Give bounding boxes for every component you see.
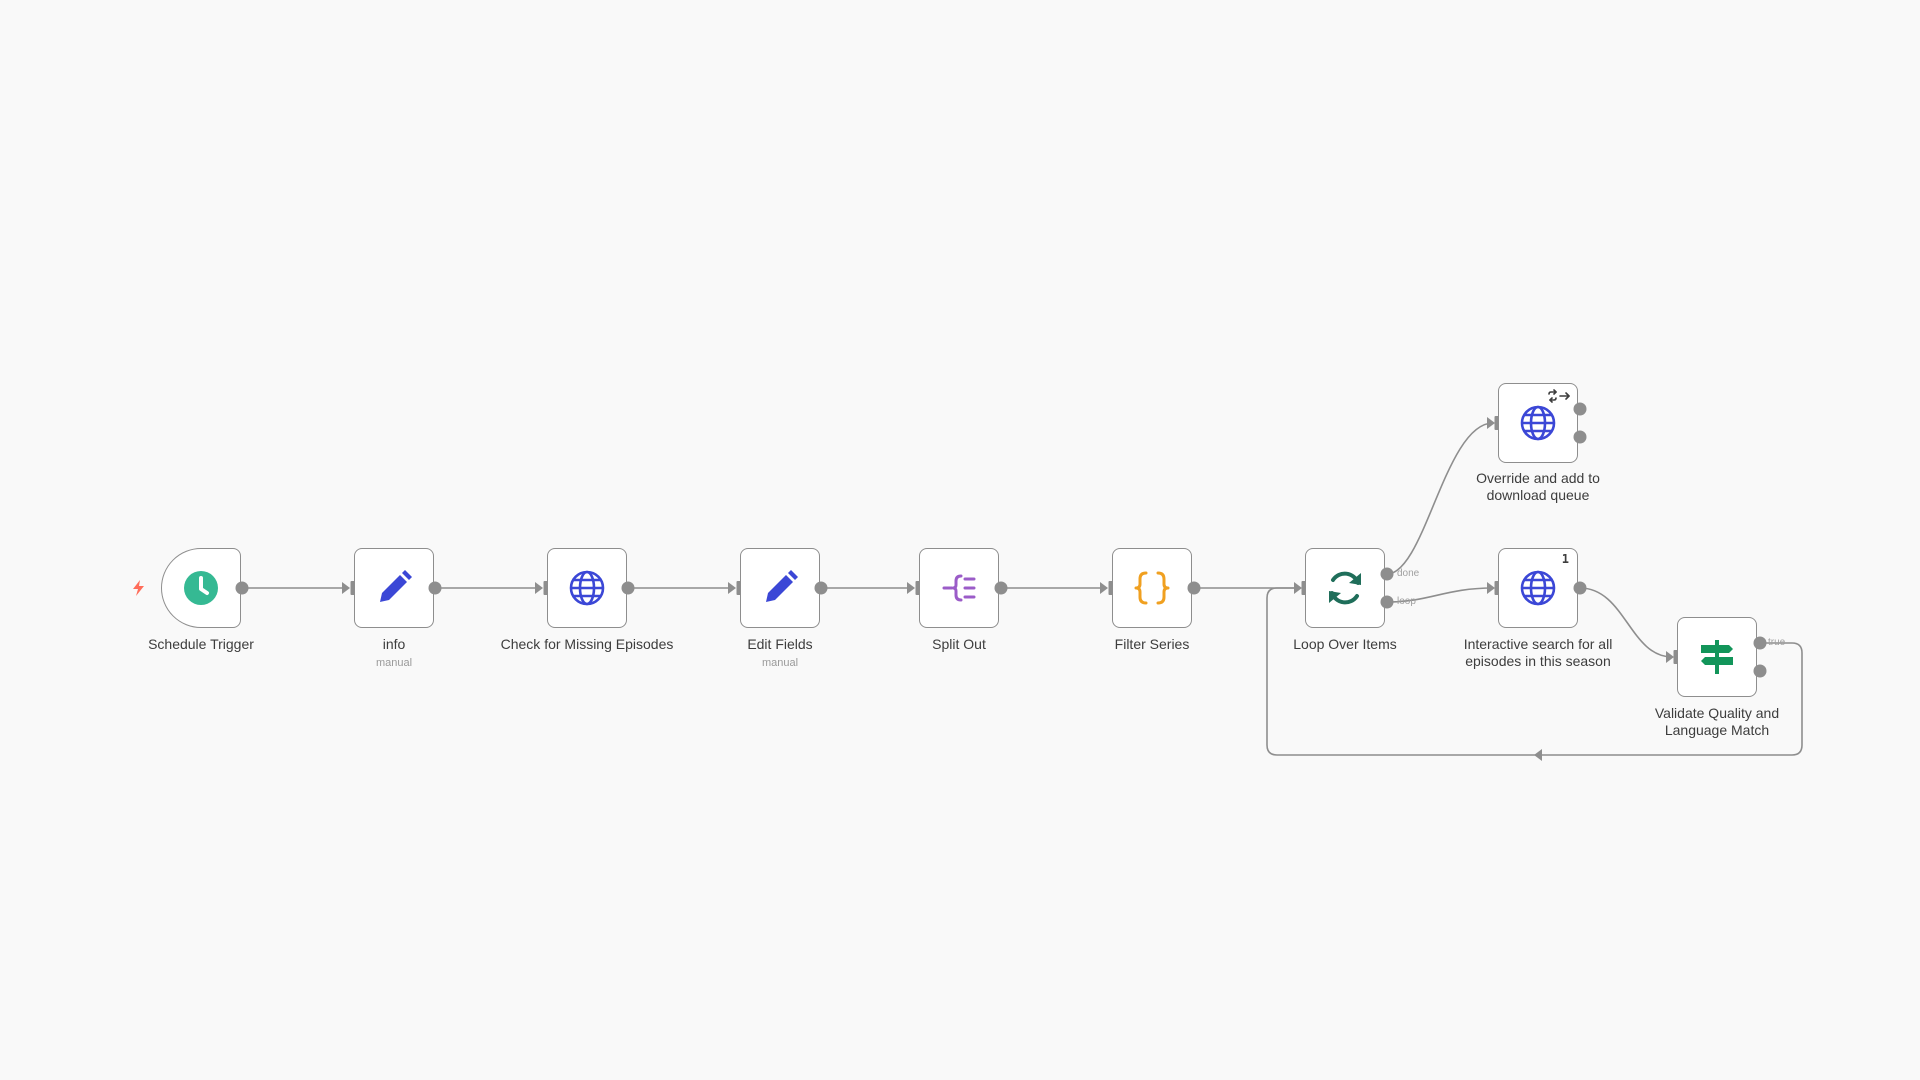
node-count-badge: 1	[1561, 552, 1569, 566]
node-override-download-queue[interactable]	[1498, 383, 1578, 463]
pencil-icon	[766, 570, 798, 602]
node-label: Loop Over Items	[1293, 636, 1397, 652]
node-label: Split Out	[932, 636, 986, 652]
node-label: Filter Series	[1114, 636, 1190, 652]
globe-icon	[1520, 570, 1556, 606]
input-handle[interactable]	[1494, 416, 1500, 430]
success-output-handle[interactable]	[1573, 402, 1587, 416]
split-out-icon	[942, 574, 976, 602]
connection-loop-to-search	[1386, 587, 1494, 603]
false-output-handle[interactable]	[1753, 664, 1767, 678]
input-handle[interactable]	[350, 581, 356, 595]
connection-done-to-override	[1386, 422, 1494, 575]
output-handle[interactable]	[814, 581, 828, 595]
node-label: Edit Fields	[747, 636, 813, 652]
input-handle[interactable]	[1673, 650, 1679, 664]
input-handle[interactable]	[543, 581, 549, 595]
signpost-icon	[1701, 640, 1733, 674]
done-output-handle[interactable]	[1380, 567, 1394, 581]
output-handle[interactable]	[1187, 581, 1201, 595]
input-handle[interactable]	[1494, 581, 1500, 595]
globe-icon	[569, 570, 605, 606]
node-label: Schedule Trigger	[148, 636, 254, 652]
lightning-bolt-icon	[133, 580, 144, 596]
output-handle[interactable]	[621, 581, 635, 595]
loop-port-label: loop	[1397, 596, 1416, 607]
clock-icon	[184, 571, 218, 605]
node-label: info	[382, 636, 406, 652]
true-port-label: true	[1768, 637, 1786, 648]
node-filter-series[interactable]	[1112, 548, 1192, 628]
input-handle[interactable]	[1301, 581, 1307, 595]
error-output-handle[interactable]	[1573, 430, 1587, 444]
done-port-label: done	[1397, 568, 1420, 579]
true-output-handle[interactable]	[1753, 636, 1767, 650]
node-label: Validate Quality and Language Match	[1654, 705, 1780, 738]
output-handle[interactable]	[1573, 581, 1587, 595]
node-interactive-search[interactable]: 1	[1498, 548, 1578, 628]
output-handle[interactable]	[235, 581, 249, 595]
node-validate-quality[interactable]	[1677, 617, 1757, 697]
globe-icon	[1520, 405, 1556, 441]
pencil-icon	[380, 570, 412, 602]
refresh-icon	[1329, 571, 1361, 605]
loop-output-handle[interactable]	[1380, 595, 1394, 609]
output-handle[interactable]	[428, 581, 442, 595]
node-edit-fields[interactable]	[740, 548, 820, 628]
output-handle[interactable]	[994, 581, 1008, 595]
node-split-out[interactable]	[919, 548, 999, 628]
input-handle[interactable]	[915, 581, 921, 595]
node-sublabel: manual	[375, 657, 413, 669]
node-info[interactable]	[354, 548, 434, 628]
code-braces-icon	[1134, 571, 1170, 605]
input-handle[interactable]	[1108, 581, 1114, 595]
node-label: Interactive search for all episodes in t…	[1463, 636, 1613, 669]
node-label: Check for Missing Episodes	[500, 636, 674, 652]
node-check-missing-episodes[interactable]	[547, 548, 627, 628]
node-sublabel: manual	[761, 657, 799, 669]
node-loop-over-items[interactable]	[1305, 548, 1385, 628]
node-label: Override and add to download queue	[1476, 470, 1600, 503]
input-handle[interactable]	[736, 581, 742, 595]
retry-arrow-icon	[1548, 389, 1570, 403]
node-schedule-trigger[interactable]	[161, 548, 241, 628]
connection-search-to-validate	[1579, 587, 1673, 658]
